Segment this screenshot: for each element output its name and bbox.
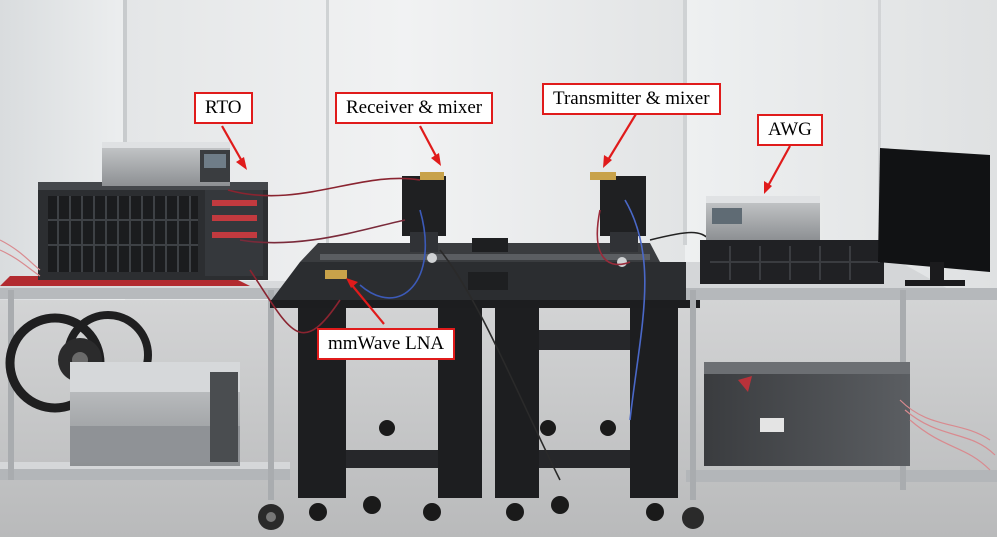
monitor [878,148,990,286]
rto-oscilloscope [38,182,268,280]
arrow-awg-head [764,181,772,194]
wall-seam-1 [123,0,127,260]
bench-instrument-top-left [102,142,230,186]
label-awg-text: AWG [768,119,812,140]
instrument-lower-right [704,362,910,466]
label-lna-text: mmWave LNA [328,333,445,354]
arrow-lna [350,283,385,325]
label-receiver-text: Receiver & mixer [346,97,483,118]
label-transmitter: Transmitter & mixer [542,83,721,115]
signal-generator-lower-left [70,362,240,466]
pink-cable-bundle-left [0,239,41,277]
wall-seam-4 [878,0,881,250]
wall-seam-2 [326,0,329,245]
arrow-receiver-head [431,153,441,166]
label-awg: AWG [757,114,823,146]
annotation-arrows [221,113,791,325]
cables [227,177,711,481]
arrow-lna-head [346,278,358,288]
label-rto: RTO [194,92,253,124]
label-lna: mmWave LNA [317,328,456,360]
arrow-transmitter-head [603,155,612,168]
pink-cable-bundle [899,399,996,471]
lna-module [325,270,347,279]
arrow-rto [221,125,244,164]
label-receiver: Receiver & mixer [335,92,494,124]
arrow-awg [767,145,791,187]
wall-seam-3 [683,0,687,245]
arrow-transmitter [607,113,637,161]
arrow-rto-head [236,157,247,170]
label-rto-text: RTO [205,97,242,118]
awg-instrument [700,196,884,284]
arrow-receiver [419,125,438,159]
transmitter-assembly [590,172,646,267]
label-transmitter-text: Transmitter & mixer [553,88,710,109]
